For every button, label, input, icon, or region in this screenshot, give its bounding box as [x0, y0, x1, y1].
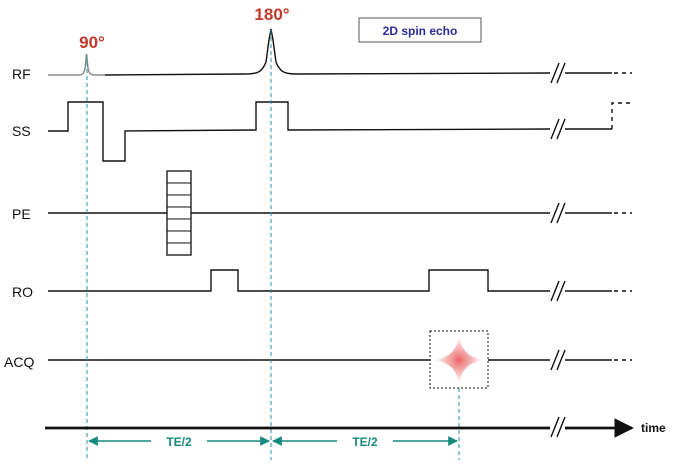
row-label-rf: RF	[12, 66, 31, 82]
diagram-title: 2D spin echo	[383, 24, 458, 38]
row-label-ss: SS	[12, 123, 31, 139]
excitation-pulse-label: 90°	[79, 33, 105, 52]
te-interval-2: TE/2	[272, 433, 458, 449]
te-interval-1: TE/2	[88, 433, 270, 449]
te-half-label-1: TE/2	[166, 435, 192, 449]
row-label-acq: ACQ	[4, 354, 34, 370]
row-label-ro: RO	[12, 284, 33, 300]
acq-waveform	[48, 330, 632, 389]
pe-waveform	[48, 170, 632, 256]
time-axis-label: time	[641, 421, 666, 435]
ss-waveform	[48, 101, 632, 162]
phase-encode-table	[166, 170, 192, 256]
ro-waveform	[48, 269, 632, 292]
rf-waveform	[48, 28, 632, 76]
time-axis: time	[45, 418, 666, 438]
refocusing-pulse-label: 180°	[254, 5, 289, 24]
echo-signal	[429, 330, 489, 389]
row-label-pe: PE	[12, 206, 31, 222]
te-half-label-2: TE/2	[352, 435, 378, 449]
title-box: 2D spin echo	[358, 17, 482, 43]
break-markers	[550, 62, 566, 438]
